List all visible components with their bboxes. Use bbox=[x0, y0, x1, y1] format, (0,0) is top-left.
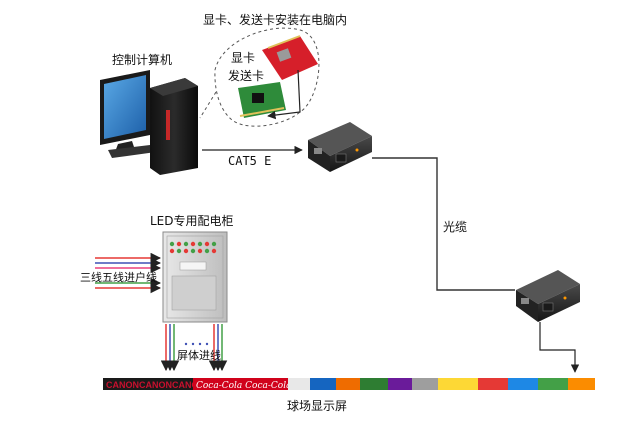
label-cards-in-pc: 显卡、发送卡安装在电脑内 bbox=[203, 13, 348, 27]
callout-bubble bbox=[214, 27, 320, 127]
fiber-converter-icon bbox=[308, 122, 372, 172]
fiber-cable-line bbox=[372, 157, 515, 291]
sender-card-icon bbox=[238, 82, 286, 118]
label-graphics-card: 显卡 bbox=[231, 51, 256, 65]
stadium-screen-banner: CANONCANONCANON Coca-Cola Coca-Cola bbox=[103, 378, 595, 391]
label-control-pc: 控制计算机 bbox=[112, 53, 173, 67]
label-fiber: 光缆 bbox=[443, 220, 468, 234]
power-input-lines bbox=[95, 252, 162, 294]
banner-coke-text: Coca-Cola Coca-Cola bbox=[196, 381, 291, 391]
graphics-card-icon bbox=[262, 35, 318, 80]
label-screen-input: 屏体进线 bbox=[177, 349, 221, 362]
cabinet-icon bbox=[162, 231, 228, 323]
label-cat5e: CAT5 E bbox=[228, 154, 272, 168]
label-three-phase-input: 三线五线进户线 bbox=[80, 271, 157, 284]
label-led-cabinet: LED专用配电柜 bbox=[150, 214, 234, 228]
fiber-converter-icon bbox=[516, 270, 580, 322]
keyboard-icon bbox=[108, 145, 156, 158]
card-link-line bbox=[267, 69, 301, 120]
screen-feed-arrow bbox=[539, 322, 580, 373]
computer-monitor-icon bbox=[100, 70, 150, 152]
pc-tower-icon bbox=[150, 78, 198, 175]
label-stadium-screen: 球场显示屏 bbox=[287, 399, 348, 413]
label-sender-card: 发送卡 bbox=[228, 69, 265, 83]
callout-pointer bbox=[199, 91, 217, 119]
screen-input-lines bbox=[160, 324, 228, 372]
banner-canon-text: CANONCANONCANON bbox=[106, 380, 205, 390]
